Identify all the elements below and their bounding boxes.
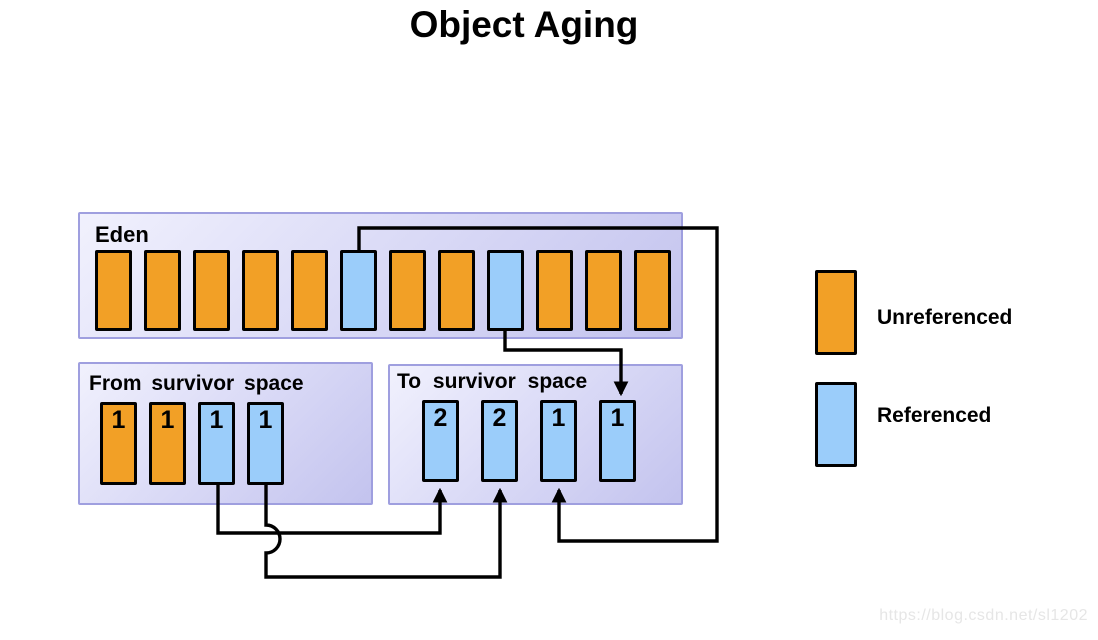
- eden-cell-referenced: [487, 250, 524, 331]
- to-survivor-cell-referenced: 1: [599, 400, 636, 482]
- eden-cells: [95, 250, 671, 331]
- eden-box: Eden: [78, 212, 683, 339]
- eden-cell-unreferenced: [95, 250, 132, 331]
- from-survivor-cell-unreferenced: 1: [149, 402, 186, 485]
- eden-cell-unreferenced: [291, 250, 328, 331]
- eden-cell-referenced: [340, 250, 377, 331]
- to-survivor-cell-referenced: 1: [540, 400, 577, 482]
- legend-swatch-referenced: [815, 382, 857, 467]
- legend-label-referenced: Referenced: [877, 404, 992, 427]
- eden-cell-unreferenced: [536, 250, 573, 331]
- from-survivor-label: From survivor space: [89, 372, 304, 395]
- from-survivor-cell-unreferenced: 1: [100, 402, 137, 485]
- eden-label: Eden: [95, 222, 149, 247]
- eden-cell-unreferenced: [585, 250, 622, 331]
- legend-label-unreferenced: Unreferenced: [877, 306, 1013, 329]
- legend-swatch-unreferenced: [815, 270, 857, 355]
- watermark-url: https://blog.csdn.net/sl1202: [879, 607, 1088, 624]
- eden-cell-unreferenced: [438, 250, 475, 331]
- eden-cell-unreferenced: [144, 250, 181, 331]
- to-survivor-cell-referenced: 2: [481, 400, 518, 482]
- from-survivor-cell-referenced: 1: [247, 402, 284, 485]
- eden-cell-unreferenced: [634, 250, 671, 331]
- eden-cell-unreferenced: [193, 250, 230, 331]
- from-survivor-cell-referenced: 1: [198, 402, 235, 485]
- eden-cell-unreferenced: [242, 250, 279, 331]
- to-survivor-label: To survivor space: [397, 370, 588, 393]
- diagram-title: Object Aging: [409, 4, 639, 45]
- to-survivor-cell-referenced: 2: [422, 400, 459, 482]
- eden-cell-unreferenced: [389, 250, 426, 331]
